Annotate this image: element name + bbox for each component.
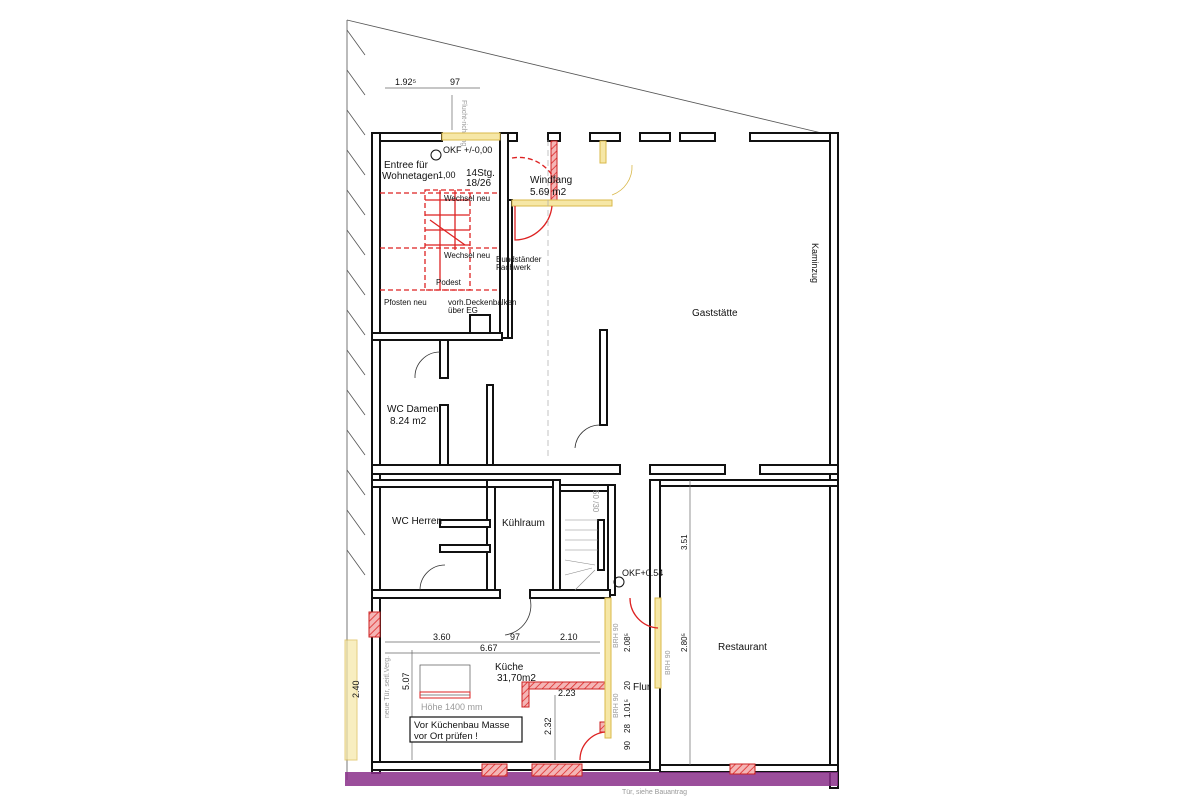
- dim-text: 2.08⁵: [623, 633, 632, 652]
- level-label: OKF+0.54: [622, 568, 663, 578]
- room-area-wc-damen: 8.24 m2: [390, 416, 427, 427]
- dim-text: 97: [510, 632, 520, 642]
- new-stair: [380, 156, 659, 761]
- dim-text: 20: [623, 681, 632, 690]
- top-dimension: 1.92⁵ 97 Flucht-richtung: [385, 77, 480, 146]
- dim-text: 2.40: [351, 680, 361, 698]
- kitchen-island-red: [419, 691, 471, 699]
- room-name-restaurant: Restaurant: [718, 642, 767, 653]
- dim-text: 2.32: [543, 717, 553, 735]
- room-name-wc-herren: WC Herren: [392, 516, 442, 527]
- room-name-entree: Entree für: [384, 160, 429, 171]
- dim-text: 50 /30: [591, 490, 600, 513]
- annotation: Pfosten neu: [384, 298, 427, 307]
- level-label: OKF +/-0,00: [443, 145, 492, 155]
- room-area-windfang: 5.69 m2: [530, 187, 567, 198]
- dim-text: 1.92⁵: [395, 77, 417, 87]
- room-name-windfang: Windfang: [530, 175, 572, 186]
- annotation: Bundständer: [496, 255, 542, 264]
- annotation: BRH 90: [613, 693, 620, 718]
- kitchen-island: [419, 664, 471, 696]
- dim-text: 2.80⁵: [680, 633, 689, 652]
- annotation: BRH 90: [665, 650, 672, 675]
- doors: [414, 140, 633, 636]
- dim-text: 1,00: [438, 170, 456, 180]
- level-marker-icon: [613, 576, 625, 588]
- room-name-entree: Wohnetagen: [382, 171, 439, 182]
- annotation: Podest: [436, 278, 462, 287]
- stair-label: 14Stg.: [466, 168, 495, 179]
- kitchen-note: Vor Küchenbau Masse vor Ort prüfen !: [409, 716, 523, 743]
- room-name-kuehlraum: Kühlraum: [502, 518, 545, 529]
- room-name-flur: Flur: [633, 682, 651, 693]
- annotation: neue Tür, seitl.Verg.: [384, 656, 391, 718]
- room-name-kueche: Küche: [495, 662, 524, 673]
- dim-text: 90: [623, 741, 632, 750]
- room-name-gaststaette: Gaststätte: [692, 308, 738, 319]
- note-line: vor Ort prüfen !: [414, 731, 478, 742]
- dim-text: 2.10: [560, 632, 578, 642]
- fire-rated-elements: [344, 132, 662, 761]
- annotation: Fachwerk: [496, 263, 532, 272]
- annotation: BRH 90: [613, 623, 620, 648]
- dim-text: 28: [623, 724, 632, 733]
- annotation: Wechsel neu: [444, 251, 490, 260]
- property-boundary: [345, 772, 838, 786]
- level-marker-icon: [430, 149, 442, 161]
- dim-text: 1.01⁵: [623, 699, 632, 718]
- height-annotation: Höhe 1400 mm: [421, 702, 483, 712]
- room-name-wc-damen: WC Damen: [387, 404, 439, 415]
- annotation-kaminzug: Kaminzug: [810, 243, 820, 283]
- dim-text: 97: [450, 77, 460, 87]
- dim-text: 3.51: [680, 534, 689, 550]
- annotation: Tür, siehe Bauantrag: [622, 789, 687, 796]
- room-area-kueche: 31,70m2: [497, 673, 536, 684]
- dim-text: 2.23: [558, 688, 576, 698]
- dim-text: 3.60: [433, 632, 451, 642]
- note-line: Vor Küchenbau Masse: [414, 720, 510, 731]
- dim-text: 5.07: [401, 672, 411, 690]
- escape-direction-label: Flucht-richtung: [460, 100, 467, 146]
- annotation: vorh.Deckenbalken: [448, 298, 516, 307]
- stair-label: 18/26: [466, 178, 491, 189]
- kitchen-dimension-lines: [385, 480, 691, 765]
- annotation: Wechsel neu: [444, 194, 490, 203]
- new-walls: [368, 140, 756, 777]
- existing-stair: [564, 519, 598, 591]
- dim-text: 6.67: [480, 643, 498, 653]
- annotation: über EG: [448, 306, 478, 315]
